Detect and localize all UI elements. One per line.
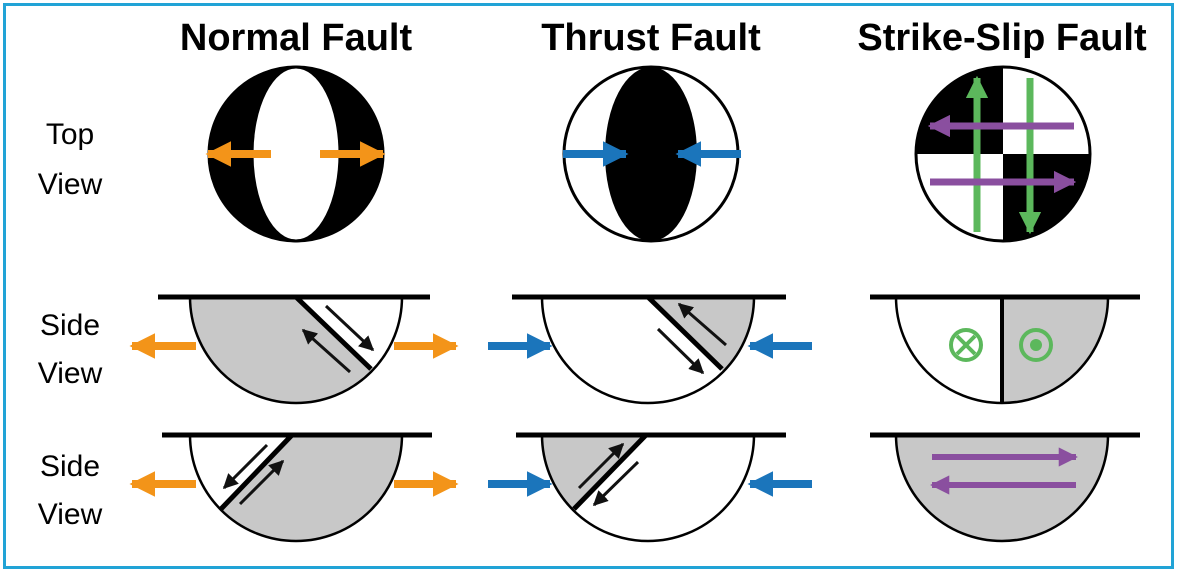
row-label-top-2: View xyxy=(38,168,103,201)
row-label-side2-1: Side xyxy=(40,450,100,483)
beachball-outline xyxy=(914,65,1092,243)
side-view-thrust-2 xyxy=(516,432,786,543)
side-view-strike-slip-1 xyxy=(870,294,1140,405)
row-label-top-1: Top xyxy=(46,118,94,151)
diagram-frame xyxy=(3,3,1174,569)
side-view-normal-1 xyxy=(158,294,430,405)
row-label-side1-2: View xyxy=(38,357,103,390)
column-title-normal: Normal Fault xyxy=(180,17,413,59)
column-title-thrust: Thrust Fault xyxy=(541,17,761,59)
row-label-side2-2: View xyxy=(38,498,103,531)
into-page-symbol-icon xyxy=(949,328,983,362)
side-view-strike-slip-2 xyxy=(870,432,1140,543)
out-of-page-symbol-icon xyxy=(1019,328,1053,362)
side-view-normal-2 xyxy=(162,432,432,543)
side-view-thrust-1 xyxy=(512,294,786,405)
column-title-strike-slip: Strike-Slip Fault xyxy=(857,17,1147,59)
row-label-side1-1: Side xyxy=(40,309,100,342)
beachball-strike-slip-top xyxy=(916,67,1090,241)
